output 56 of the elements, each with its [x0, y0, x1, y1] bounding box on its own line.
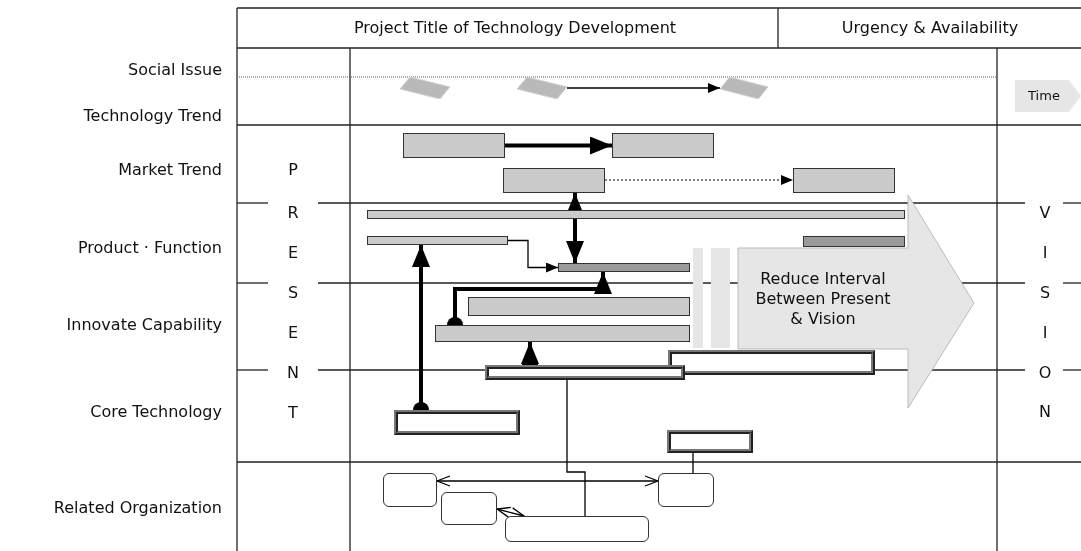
arrow	[436, 475, 659, 487]
vertical-letter: E	[287, 323, 299, 343]
row-label: Technology Trend	[83, 106, 222, 126]
row-label: Social Issue	[128, 60, 222, 80]
organization-box	[383, 473, 437, 507]
time-arrow	[1015, 80, 1081, 112]
row-label: Product · Function	[77, 238, 222, 258]
technology-bar	[667, 430, 753, 453]
roadmap-bar	[367, 210, 905, 219]
arrow	[505, 136, 612, 155]
row-label: Core Technology	[90, 402, 222, 422]
roadmap-bar	[403, 133, 505, 158]
diamond-marker	[720, 77, 768, 99]
arrow	[496, 506, 525, 519]
technology-bar	[668, 350, 875, 375]
connector-line	[566, 379, 586, 517]
vertical-letter: S	[1039, 283, 1051, 303]
arrow	[507, 239, 559, 273]
row-label: Market Trend	[118, 160, 222, 180]
vertical-letter: N	[1039, 402, 1051, 422]
roadmap-bar	[558, 263, 690, 272]
vertical-letter: P	[288, 160, 298, 180]
roadmap-bar	[803, 236, 905, 247]
diamond-marker	[400, 77, 450, 99]
roadmap-bar	[612, 133, 714, 158]
header-cell: Project Title of Technology Development	[353, 18, 677, 38]
header-cell: Urgency & Availability	[841, 18, 1019, 38]
arrow	[566, 83, 721, 93]
vertical-letter: O	[1038, 363, 1052, 383]
roadmap-bar	[367, 236, 508, 245]
vertical-letter: I	[1042, 323, 1048, 343]
vertical-letter: V	[1039, 203, 1051, 223]
arrow	[566, 193, 584, 263]
arrow-banner	[690, 193, 975, 410]
organization-box	[658, 473, 714, 507]
vertical-letter: E	[287, 243, 299, 263]
technology-bar	[394, 410, 520, 435]
technology-bar	[485, 365, 685, 380]
vertical-letter: S	[287, 283, 299, 303]
arrow	[604, 175, 794, 185]
vertical-letter: I	[1042, 243, 1048, 263]
roadmap-bar	[793, 168, 895, 193]
roadmap-bar	[435, 325, 690, 342]
organization-box	[505, 516, 649, 542]
roadmap-bar	[503, 168, 605, 193]
vertical-letter: N	[287, 363, 299, 383]
vertical-letter: T	[288, 403, 298, 423]
roadmap-bar	[468, 297, 690, 316]
banner-text: Reduce Interval Between Present & Vision	[754, 268, 892, 329]
organization-box	[441, 492, 497, 525]
row-label: Related Organization	[53, 498, 222, 518]
vertical-letter: R	[287, 203, 299, 223]
connector-line	[692, 452, 694, 474]
time-label: Time	[1028, 87, 1060, 105]
row-label: Innovate Capability	[66, 315, 222, 335]
diamond-marker	[517, 77, 567, 99]
